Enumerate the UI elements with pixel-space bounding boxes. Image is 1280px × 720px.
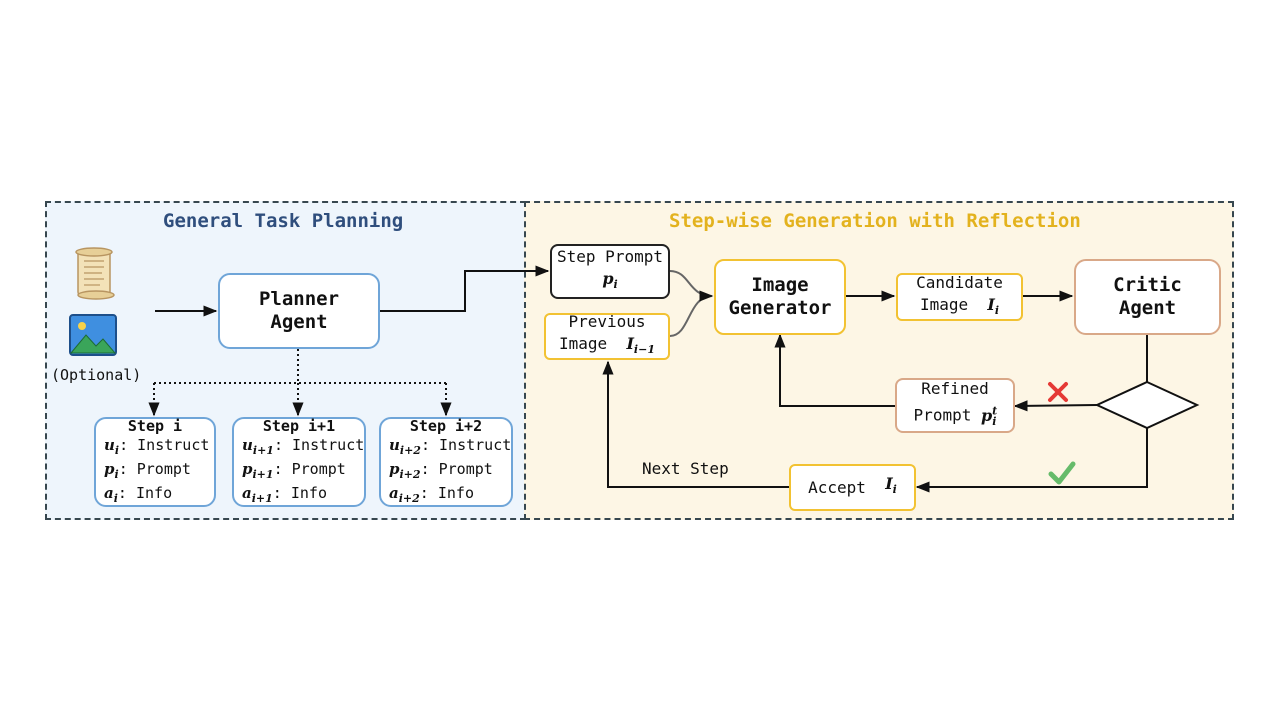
stepwise-generation-title: Step-wise Generation with Reflection xyxy=(669,210,1081,232)
image-icon xyxy=(68,313,118,357)
step-box-i-plus-1: Step i+1 ui+1: Instruct pi+1: Prompt ai+… xyxy=(232,417,366,507)
generator-line2: Generator xyxy=(728,297,832,319)
image-generator-box: Image Generator xyxy=(714,259,846,335)
next-step-label: Next Step xyxy=(642,459,729,478)
step-box-i: Step i ui: Instruct pi: Prompt ai: Info xyxy=(94,417,216,507)
candidate-line1: Candidate xyxy=(916,272,1003,292)
refined-line2: Prompt pti xyxy=(913,404,998,428)
refined-prompt-box: Refined Prompt pti xyxy=(895,378,1015,433)
accept-var: Ii xyxy=(885,474,897,497)
step-title: Step i xyxy=(127,416,183,435)
step-prompt-var: pi xyxy=(602,269,618,292)
critic-agent-box: Critic Agent xyxy=(1074,259,1221,335)
step-box-i-plus-2: Step i+2 ui+2: Instruct pi+2: Prompt ai+… xyxy=(379,417,513,507)
previous-image-box: Previous Image Ii−1 xyxy=(544,312,670,360)
step-prompt-label: Step Prompt xyxy=(557,247,663,267)
planner-agent-box: Planner Agent xyxy=(218,273,380,349)
refined-line1: Refined xyxy=(921,379,989,399)
critic-line1: Critic xyxy=(1113,274,1182,296)
candidate-image-box: Candidate Image Ii xyxy=(896,273,1023,321)
accept-label: Accept xyxy=(808,477,866,497)
accept-box: Accept Ii xyxy=(789,464,916,511)
scroll-icon xyxy=(70,247,120,301)
check-icon xyxy=(1048,460,1076,486)
planner-line2: Agent xyxy=(270,311,328,333)
generator-line1: Image xyxy=(751,274,809,296)
planner-line1: Planner xyxy=(258,288,340,310)
step-title: Step i+1 xyxy=(262,416,336,435)
optional-label: (Optional) xyxy=(51,366,142,384)
previous-line1: Previous xyxy=(568,312,646,332)
previous-line2: Image Ii−1 xyxy=(559,334,655,357)
candidate-line2: Image Ii xyxy=(919,294,1000,318)
step-title: Step i+2 xyxy=(409,416,483,435)
cross-icon xyxy=(1046,380,1070,404)
general-task-planning-title: General Task Planning xyxy=(163,210,404,232)
step-prompt-box: Step Prompt pi xyxy=(550,244,670,299)
critic-line2: Agent xyxy=(1118,297,1177,319)
